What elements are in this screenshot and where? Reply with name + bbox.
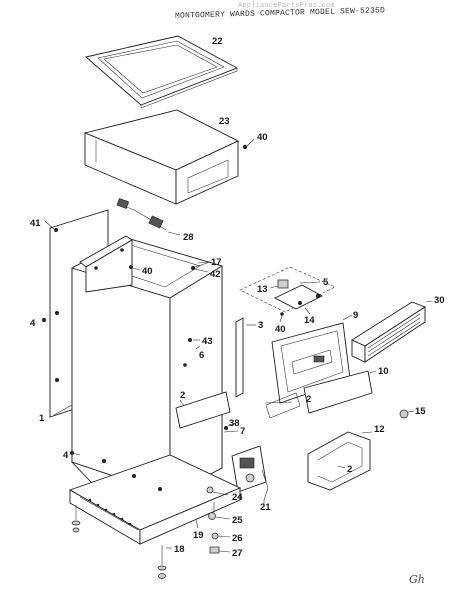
part-28-hinge	[116, 198, 181, 236]
part-42-clip	[191, 266, 209, 273]
callout-23: 23	[219, 116, 230, 127]
part-19-base	[68, 452, 242, 545]
callout-21: 21	[260, 502, 271, 513]
handwritten-mark: Gh	[409, 573, 425, 586]
callout-40-left: 40	[142, 266, 153, 277]
part-21-switch-assembly	[231, 445, 269, 504]
callout-5: 5	[323, 277, 329, 288]
part-22-top-lid	[85, 35, 239, 109]
callout-41: 41	[30, 218, 41, 229]
callout-14: 14	[304, 315, 315, 326]
callout-43: 43	[202, 336, 213, 347]
part-17-top-bracket	[79, 235, 211, 293]
callout-15: 15	[415, 406, 426, 417]
callout-1: 1	[39, 413, 45, 424]
part-15-knob	[399, 409, 415, 419]
callout-28: 28	[183, 232, 194, 243]
screw-40-top	[242, 138, 255, 150]
callout-40-top: 40	[257, 132, 268, 143]
callout-13: 13	[257, 284, 268, 295]
part-43-fastener	[183, 338, 201, 367]
callout-2-front: 2	[180, 390, 185, 401]
part-30-trim-strip	[351, 300, 433, 363]
callout-24: 24	[232, 492, 243, 503]
callout-10: 10	[378, 366, 389, 377]
part-27-foot	[209, 546, 231, 554]
callout-3: 3	[258, 320, 263, 331]
callout-7: 7	[240, 426, 245, 437]
watermark-text: AppliancePartsPros.com	[238, 2, 335, 10]
callout-4-left: 4	[30, 318, 36, 329]
part-25-caster	[206, 486, 231, 520]
callout-40-switch: 40	[275, 324, 286, 335]
part-38-hinge-pin	[223, 422, 239, 433]
part-23-top-cover	[83, 109, 240, 205]
callout-9: 9	[353, 310, 358, 321]
part-18-leveling-foot	[71, 502, 215, 579]
callout-4-bottom: 4	[63, 450, 69, 461]
callout-2-bracket: 2	[347, 464, 352, 475]
callout-18: 18	[174, 544, 185, 555]
part-5-switch-bracket	[239, 266, 336, 323]
part-3-side-rail	[235, 317, 256, 398]
callout-19: 19	[193, 530, 204, 541]
callout-6: 6	[199, 350, 204, 361]
part-2-front-bar	[175, 391, 301, 429]
callout-2-panel: 2	[306, 394, 311, 405]
callout-26: 26	[232, 533, 243, 544]
callout-22: 22	[212, 36, 223, 47]
part-12-bracket	[307, 431, 373, 491]
part-10-label	[303, 370, 377, 414]
callout-17: 17	[211, 257, 222, 268]
screw-4	[42, 318, 74, 455]
callout-12: 12	[374, 424, 385, 435]
callout-38: 38	[229, 418, 240, 429]
callout-25: 25	[232, 515, 243, 526]
callout-27: 27	[232, 548, 243, 559]
callout-42: 42	[210, 269, 221, 280]
callout-30: 30	[434, 295, 445, 306]
screw-40-left	[129, 265, 141, 271]
part-1-cabinet	[53, 237, 223, 501]
part-26-washer	[211, 532, 231, 540]
